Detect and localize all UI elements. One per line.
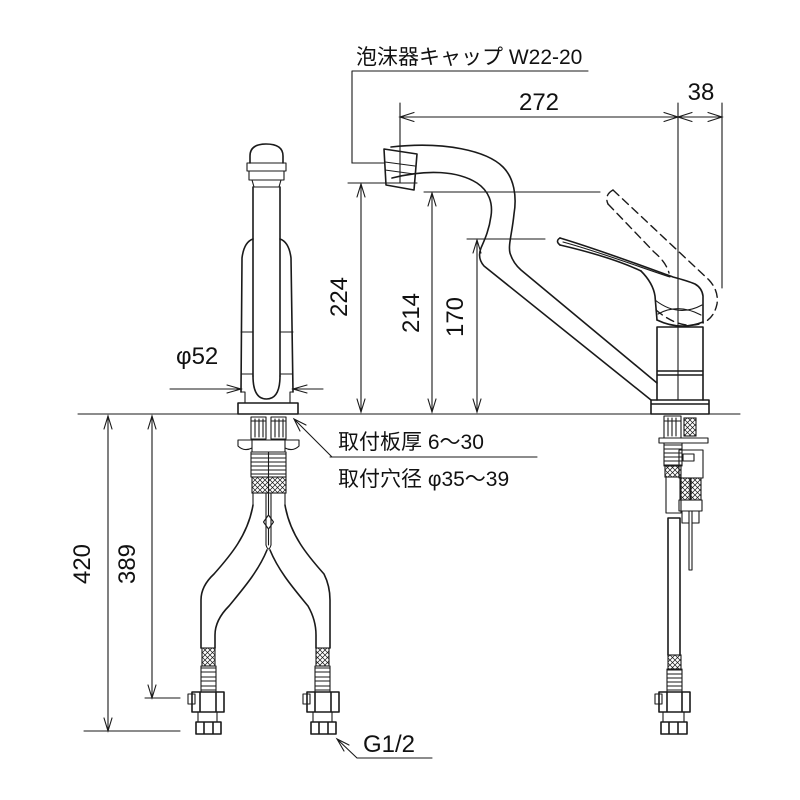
side-clamp-thread-2 (690, 477, 702, 501)
front-neck (252, 186, 281, 377)
front-body-left (240, 238, 254, 393)
aerator-cap-leader (351, 70, 589, 164)
front-body-right (279, 238, 294, 393)
dim-38: 38 (688, 79, 715, 106)
front-right-hose-knurl (315, 647, 330, 667)
side-long-hose (667, 517, 681, 656)
front-hose-left-outer (200, 504, 254, 649)
side-handle-raised-tip (606, 189, 614, 205)
side-cap-left (640, 270, 658, 321)
front-left-hose-knurl (201, 647, 216, 667)
side-base-flange (650, 399, 710, 415)
arrow-38-left (676, 111, 693, 123)
mounting-plate-note: 取付板厚 6～30 (338, 431, 484, 454)
front-spout-dome (249, 143, 284, 164)
front-hose-right-inner (269, 549, 317, 649)
dim-170-arrows (472, 238, 482, 414)
front-mounting-bracket (237, 439, 300, 453)
dim-224-arrows (356, 182, 366, 414)
dim-224-lines (347, 182, 418, 413)
dim-272: 272 (519, 89, 559, 116)
front-base-flange (237, 402, 299, 415)
front-right-fitting-hex (306, 691, 340, 713)
dim-phi52-arrows (226, 384, 308, 394)
front-shank-threads (250, 418, 287, 438)
front-left-fitting-neck (197, 711, 218, 723)
dim-389-lines (144, 415, 181, 699)
front-view (187, 143, 340, 735)
dim-phi52: φ52 (176, 343, 218, 370)
side-fitting-nut (660, 721, 688, 735)
side-clamp-body (678, 449, 704, 479)
front-left-fitting-nut (195, 721, 222, 735)
side-lever-bottom (559, 244, 642, 272)
front-left-fitting-hex (191, 691, 225, 713)
front-body-joint-lines (240, 331, 294, 375)
top-extension-lines (399, 102, 723, 401)
side-lever-top (559, 237, 704, 323)
dim-420: 420 (69, 544, 96, 584)
dim-214: 214 (398, 293, 425, 333)
dim-420-lines (83, 415, 181, 732)
front-aerator-band-1 (246, 162, 287, 172)
side-handle-raised-lower (607, 203, 670, 274)
front-hose-slot (265, 544, 272, 550)
side-fitting-hex (658, 691, 691, 713)
dim-170-lines (466, 238, 546, 413)
side-spout-outer (390, 144, 658, 384)
side-handle-raised-upper (612, 189, 719, 324)
aerator-cap-label: 泡沫器キャップ W22-20 (356, 46, 582, 69)
arrow-272-left (398, 111, 415, 123)
front-right-fitting-neck (312, 711, 333, 723)
dim-389-arrows (147, 414, 157, 700)
dim-214-arrows (427, 191, 437, 414)
side-cap-bottom (656, 319, 704, 327)
front-hose-left-inner (214, 549, 268, 649)
side-shank (663, 415, 682, 439)
dimensions: 泡沫器キャップ W22-20 272 38 224 214 170 φ52 42… (69, 46, 724, 759)
mounting-note-leader (292, 417, 538, 458)
dim-389: 389 (114, 544, 141, 584)
side-clamp-base (678, 499, 703, 524)
arrow-38-right (707, 111, 724, 123)
front-aerator-band-3 (251, 179, 282, 188)
side-bracket-plate (658, 437, 709, 444)
front-left-hose-rings (200, 665, 217, 693)
mounting-hole-note: 取付穴径 φ35～39 (338, 468, 509, 491)
front-body-step (240, 391, 294, 404)
front-right-hose-rings (314, 665, 331, 693)
side-view (383, 144, 719, 735)
front-neck-bottom (252, 375, 281, 400)
side-handle-raised-arc (655, 309, 704, 326)
front-shank-tubes (250, 416, 287, 440)
side-fitting-neck (662, 711, 685, 723)
front-hose-right-outer (284, 504, 331, 649)
dim-214-lines (423, 191, 601, 413)
front-aerator-band-2 (248, 170, 285, 181)
side-body (656, 326, 704, 401)
side-lever-tip (556, 237, 561, 246)
side-ring-stack (663, 442, 683, 467)
g12-leader (335, 737, 433, 759)
side-lever-edge (562, 241, 671, 278)
dim-224: 224 (326, 277, 353, 317)
dim-420-arrows (103, 414, 113, 733)
side-shank-bolt (683, 417, 697, 437)
side-fixing-rod (688, 522, 693, 571)
side-knurl-band (664, 465, 682, 478)
side-clamp-thread-1 (679, 477, 691, 501)
side-spout-inner (391, 171, 652, 401)
side-hose-rings (666, 668, 683, 693)
front-fixing-bolt (262, 451, 275, 546)
dim-170: 170 (442, 297, 469, 337)
g12-label: G1/2 (363, 731, 415, 758)
front-right-fitting-nut (310, 721, 337, 735)
side-aerator-cap (383, 148, 418, 191)
side-hose-knurl (667, 654, 682, 670)
